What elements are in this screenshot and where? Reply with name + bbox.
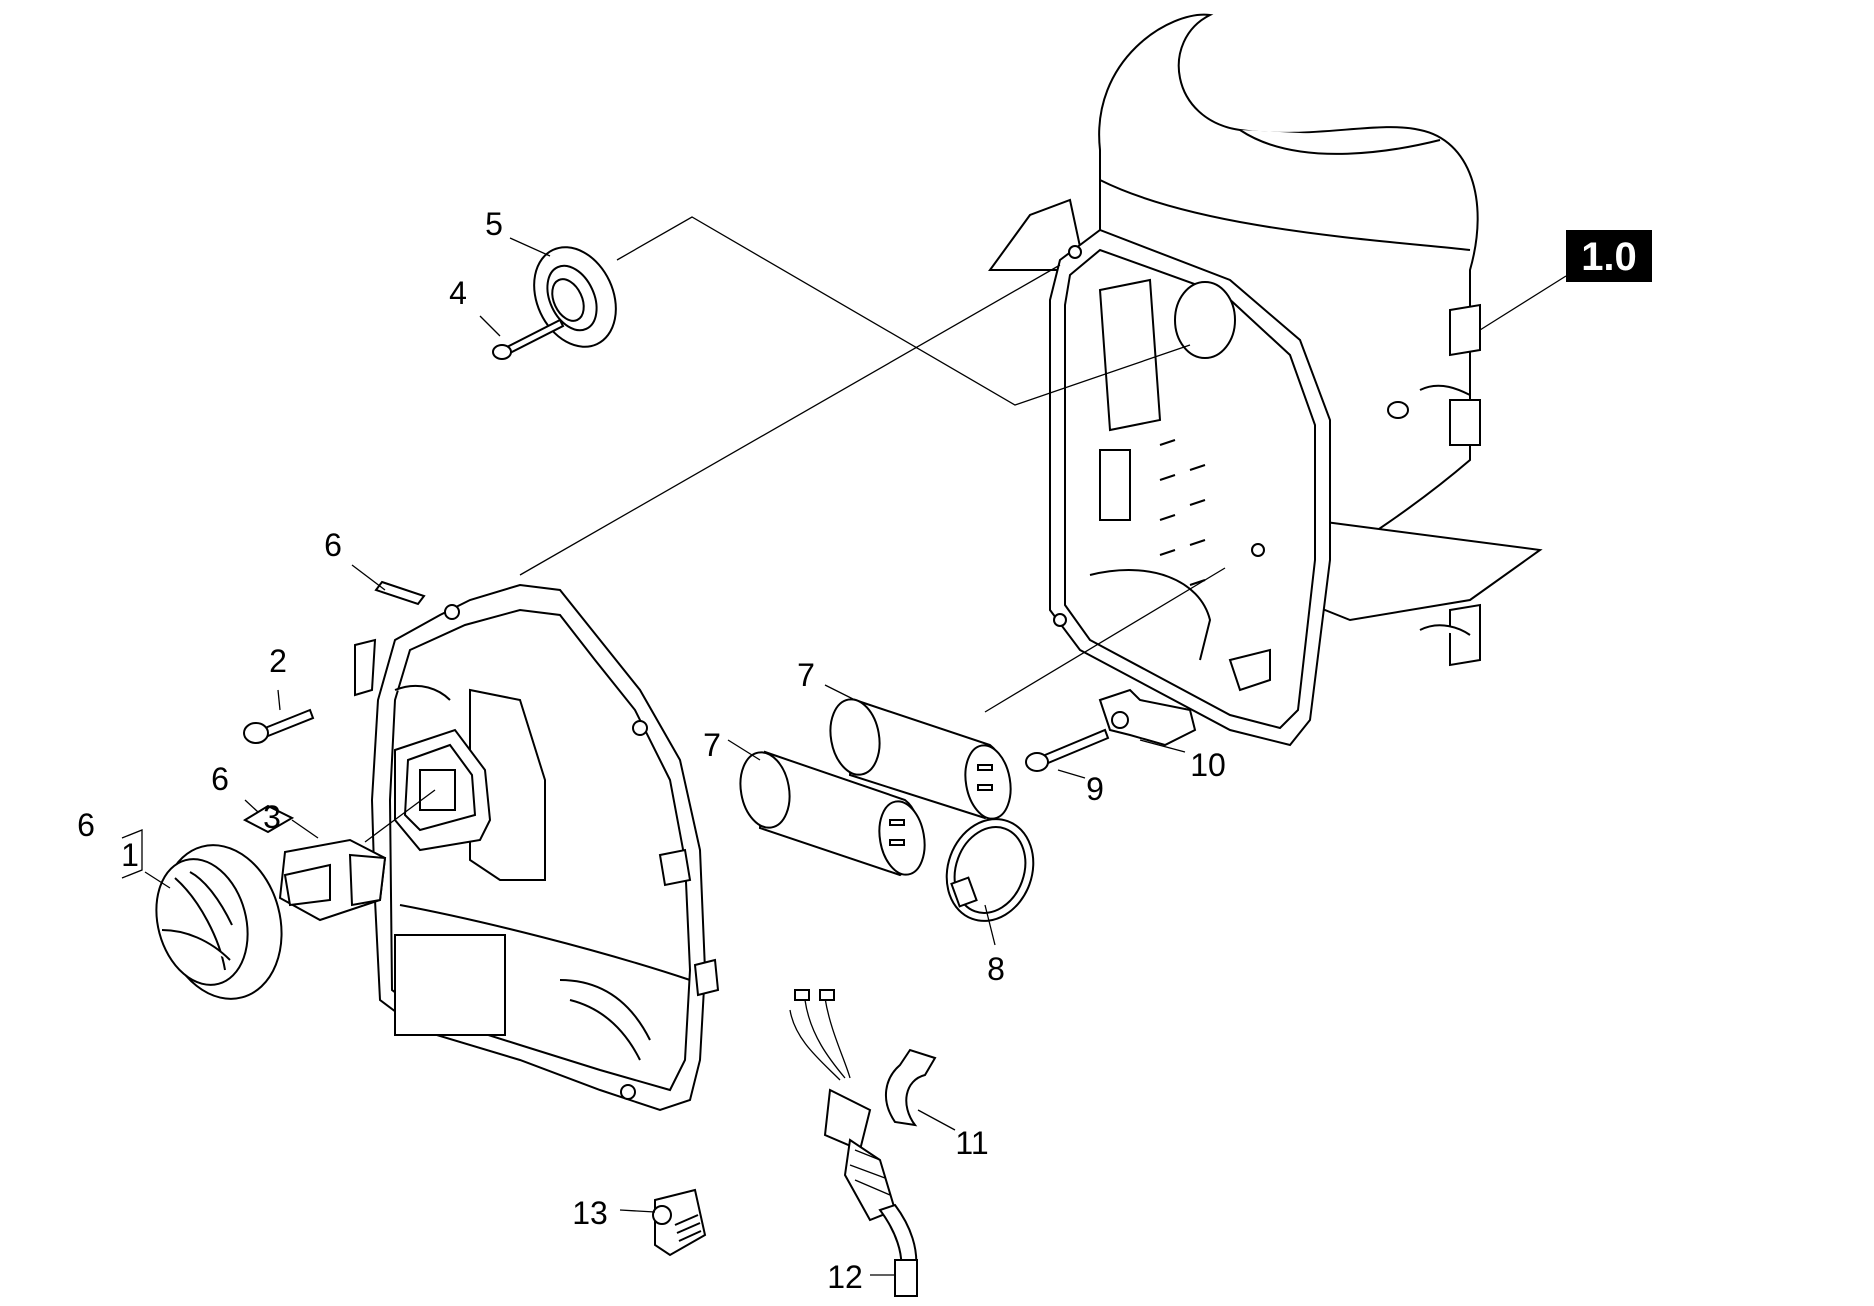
- assembly-line-capacitor: [984, 567, 1226, 713]
- callout-6-mid: 6: [211, 761, 229, 797]
- front-cover: [354, 583, 720, 1112]
- power-cable: [789, 989, 918, 1297]
- assembly-badge: 1.0: [1566, 230, 1652, 282]
- rocker-switch: [278, 838, 387, 922]
- capacitor-lower: [739, 750, 926, 877]
- callout-9: 9: [1086, 771, 1104, 807]
- callout-7-upper: 7: [797, 657, 815, 693]
- callout-11: 11: [955, 1125, 988, 1161]
- assembly-line-switch: [364, 789, 436, 843]
- callout-6-top: 6: [324, 527, 342, 563]
- hose-clamp: [945, 818, 1035, 922]
- retaining-clip: [884, 1048, 937, 1127]
- assembly-line-cover: [519, 264, 1061, 576]
- motor-housing: [988, 13, 1543, 747]
- callout-10: 10: [1190, 747, 1226, 783]
- control-knob: [155, 844, 283, 1000]
- callout-1: 1: [121, 837, 139, 873]
- callout-2: 2: [269, 643, 287, 679]
- callout-6-left: 6: [77, 807, 95, 843]
- assembly-badge-label: 1.0: [1581, 235, 1637, 279]
- callout-12: 12: [827, 1259, 863, 1295]
- assembly-line-grommet: [616, 216, 1191, 406]
- callout-5: 5: [485, 206, 503, 242]
- screw-small-top: [492, 318, 565, 360]
- label-small: [242, 804, 295, 834]
- label-bracket-knob: [121, 829, 143, 879]
- callout-4: 4: [449, 275, 467, 311]
- screw-bracket: [1025, 728, 1110, 772]
- capacitor-upper: [829, 698, 1012, 820]
- callout-8: 8: [987, 951, 1005, 987]
- capacitor-bracket: [1098, 688, 1197, 747]
- screw-cover: [243, 708, 315, 744]
- grommet-ring: [533, 246, 617, 348]
- label-strip-top: [374, 580, 426, 606]
- cable-clip: [652, 1188, 707, 1257]
- callout-7-lower: 7: [703, 727, 721, 763]
- callout-3: 3: [263, 799, 281, 835]
- callout-13: 13: [572, 1195, 608, 1231]
